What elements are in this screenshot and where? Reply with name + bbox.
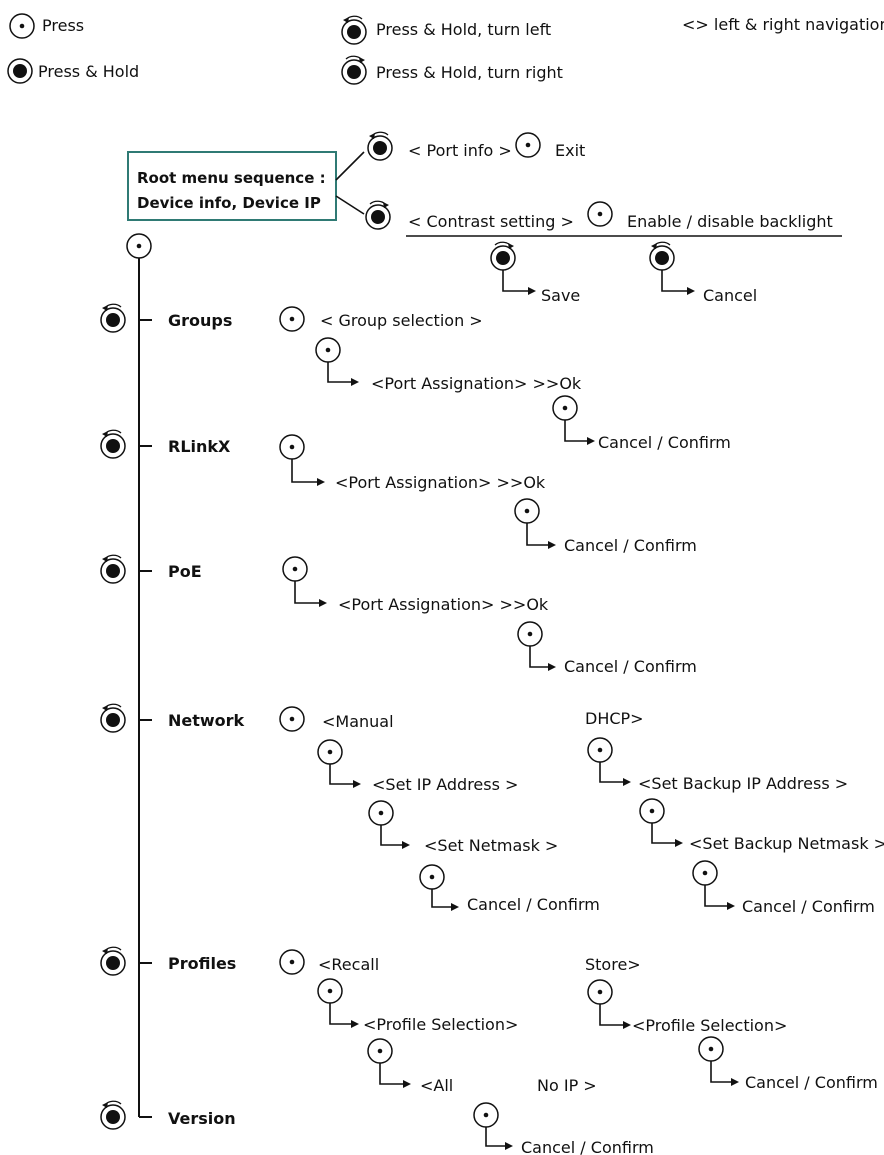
network-dhcp-label: DHCP> bbox=[585, 709, 644, 728]
press-icon bbox=[315, 337, 341, 363]
recall-profile-selection-label: <Profile Selection> bbox=[363, 1015, 518, 1034]
set-backup-netmask-label: <Set Backup Netmask > bbox=[689, 834, 884, 853]
hold-turn-left-icon bbox=[100, 703, 126, 733]
press-icon bbox=[587, 201, 613, 227]
network-manual-confirm-label: Cancel / Confirm bbox=[467, 895, 600, 914]
profiles-store-confirm-label: Cancel / Confirm bbox=[745, 1073, 878, 1092]
groups-confirm-label: Cancel / Confirm bbox=[598, 433, 731, 452]
network-dhcp-confirm-label: Cancel / Confirm bbox=[742, 897, 875, 916]
press-icon bbox=[692, 860, 718, 886]
menu-item-poe: PoE bbox=[168, 562, 202, 581]
rlinkx-confirm-label: Cancel / Confirm bbox=[564, 536, 697, 555]
press-icon bbox=[282, 556, 308, 582]
root-menu-box bbox=[127, 151, 337, 221]
profiles-recall-confirm-label: Cancel / Confirm bbox=[521, 1138, 654, 1155]
profiles-no-ip-label: No IP > bbox=[537, 1076, 597, 1095]
hold-turn-left-icon bbox=[100, 1100, 126, 1130]
press-icon bbox=[367, 1038, 393, 1064]
hold-turn-left-icon bbox=[100, 946, 126, 976]
rlinkx-port-assignation-label: <Port Assignation> >>Ok bbox=[335, 473, 546, 492]
hold-turn-left-icon bbox=[341, 15, 367, 45]
contrast-setting-label: < Contrast setting > bbox=[408, 212, 574, 231]
save-label: Save bbox=[541, 286, 580, 305]
menu-item-version: Version bbox=[168, 1109, 236, 1128]
hold-turn-left-icon bbox=[649, 241, 675, 271]
press-icon bbox=[279, 434, 305, 460]
press-icon bbox=[368, 800, 394, 826]
menu-item-profiles: Profiles bbox=[168, 954, 236, 973]
hold-turn-left-icon bbox=[367, 131, 393, 161]
press-icon bbox=[9, 13, 35, 39]
backlight-label: Enable / disable backlight bbox=[627, 212, 833, 231]
set-netmask-label: <Set Netmask > bbox=[424, 836, 558, 855]
profiles-recall-label: <Recall bbox=[318, 955, 379, 974]
menu-item-network: Network bbox=[168, 711, 245, 730]
poe-port-assignation-label: <Port Assignation> >>Ok bbox=[338, 595, 549, 614]
hold-turn-left-icon bbox=[100, 554, 126, 584]
hold-turn-right-icon bbox=[365, 200, 391, 230]
press-hold-icon bbox=[7, 58, 33, 84]
menu-item-groups: Groups bbox=[168, 311, 232, 330]
press-icon bbox=[126, 233, 152, 259]
legend-navigation-label: <> left & right navigation bbox=[682, 15, 884, 34]
legend-press-hold-label: Press & Hold bbox=[38, 62, 139, 81]
network-manual-label: <Manual bbox=[322, 712, 394, 731]
root-menu-items: Device info, Device IP bbox=[137, 194, 321, 212]
press-icon bbox=[514, 498, 540, 524]
legend-hold-right-label: Press & Hold, turn right bbox=[376, 63, 563, 82]
poe-confirm-label: Cancel / Confirm bbox=[564, 657, 697, 676]
hold-turn-right-icon bbox=[341, 55, 367, 85]
press-icon bbox=[639, 798, 665, 824]
root-menu-title: Root menu sequence : bbox=[137, 169, 326, 187]
store-profile-selection-label: <Profile Selection> bbox=[632, 1016, 787, 1035]
profiles-all-label: <All bbox=[420, 1076, 453, 1095]
press-icon bbox=[473, 1102, 499, 1128]
port-info-label: < Port info > bbox=[408, 141, 512, 160]
profiles-store-label: Store> bbox=[585, 955, 641, 974]
press-icon bbox=[279, 706, 305, 732]
hold-turn-left-icon bbox=[100, 303, 126, 333]
press-icon bbox=[552, 395, 578, 421]
exit-label: Exit bbox=[555, 141, 585, 160]
press-icon bbox=[279, 949, 305, 975]
hold-turn-right-icon bbox=[490, 241, 516, 271]
press-icon bbox=[419, 864, 445, 890]
menu-item-rlinkx: RLinkX bbox=[168, 437, 231, 456]
press-icon bbox=[517, 621, 543, 647]
set-backup-ip-label: <Set Backup IP Address > bbox=[638, 774, 848, 793]
press-icon bbox=[587, 737, 613, 763]
cancel-label: Cancel bbox=[703, 286, 757, 305]
press-icon bbox=[515, 132, 541, 158]
press-icon bbox=[279, 306, 305, 332]
press-icon bbox=[317, 739, 343, 765]
legend-press-label: Press bbox=[42, 16, 84, 35]
press-icon bbox=[698, 1036, 724, 1062]
legend-hold-left-label: Press & Hold, turn left bbox=[376, 20, 551, 39]
press-icon bbox=[587, 979, 613, 1005]
groups-port-assignation-label: <Port Assignation> >>Ok bbox=[371, 374, 582, 393]
group-selection-label: < Group selection > bbox=[320, 311, 483, 330]
hold-turn-left-icon bbox=[100, 429, 126, 459]
set-ip-address-label: <Set IP Address > bbox=[372, 775, 518, 794]
press-icon bbox=[317, 978, 343, 1004]
